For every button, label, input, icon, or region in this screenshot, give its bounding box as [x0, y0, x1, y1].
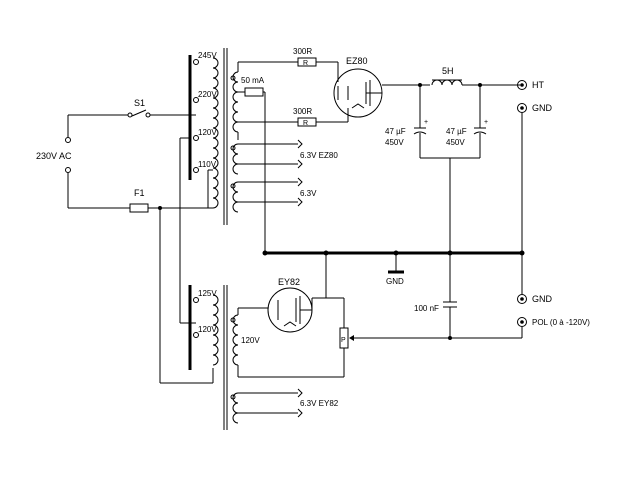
r-marker-bottom: R [303, 120, 308, 127]
tap-220-label: 220V [198, 90, 217, 99]
mains-label: 230V AC [36, 151, 72, 161]
tap-245-label: 245V [198, 51, 217, 60]
term-pol-label: POL (0 à -120V) [532, 318, 590, 327]
current-label: 50 mA [241, 76, 265, 85]
terminal-gnd-top: GND [517, 103, 553, 253]
cap1-value: 47 µF [385, 127, 406, 136]
term-ht-label: HT [532, 80, 544, 90]
ground-symbol: GND [386, 253, 404, 286]
switch-label: S1 [134, 98, 145, 108]
tap-120-label: 120V [198, 128, 217, 137]
t2-sec-label: 120V [241, 336, 260, 345]
capacitor-100nf: 100 nF [414, 253, 457, 340]
heater-arrows-ez80: 6.3V EZ80 [297, 139, 338, 169]
tap-110-label: 110V [198, 160, 217, 169]
capacitor-47uf-2: + 47 µF 450V [446, 85, 488, 158]
capacitor-47uf-1: + 47 µF 450V [385, 85, 428, 158]
ground-bus [262, 250, 525, 256]
t2-tap-120-label: 120V [198, 325, 217, 334]
fuse-label: F1 [134, 188, 145, 198]
switch-s1: S1 [127, 98, 192, 118]
heater-arrows-6v3: 6.3V [297, 177, 317, 207]
choke-5h: 5H [431, 66, 520, 86]
terminal-ht: HT [517, 80, 544, 90]
cap2-voltage: 450V [446, 138, 465, 147]
t2-tap-125-label: 125V [198, 289, 217, 298]
terminal-pol: POL (0 à -120V) [517, 317, 590, 327]
rectifier-tube-ez80: EZ80 [333, 56, 430, 118]
r-marker-top: R [303, 60, 308, 67]
bias-tube-label: EY82 [278, 277, 300, 287]
resistor-300r-bottom: R 300R [293, 107, 349, 127]
current-sense-resistor [244, 87, 264, 97]
mains-terminal-top [65, 137, 71, 143]
ground-label: GND [386, 277, 404, 286]
heater1-label: 6.3V EZ80 [300, 151, 338, 160]
rectifier-tube-ey82: EY82 [267, 253, 327, 333]
term-gnd1-label: GND [532, 103, 553, 113]
mains-terminal-bottom [65, 167, 71, 173]
choke-label: 5H [442, 66, 454, 76]
rect-tube-label: EZ80 [346, 56, 368, 66]
transformer-bias: 125V 120V 120V [179, 137, 344, 430]
resistor-300r-top: R 300R [293, 47, 339, 82]
pot-label: P [341, 337, 346, 344]
heater2-label: 6.3V [300, 189, 317, 198]
terminal-gnd-bottom: GND [517, 253, 553, 304]
r-top-label: 300R [293, 47, 312, 56]
term-gnd2-label: GND [532, 294, 553, 304]
potentiometer-p: P [326, 297, 523, 377]
svg-text:+: + [484, 119, 488, 126]
heater3-label: 6.3V EY82 [300, 399, 339, 408]
fuse-f1: F1 [129, 188, 214, 384]
svg-text:+: + [424, 119, 428, 126]
cap3-label: 100 nF [414, 304, 439, 313]
r-bottom-label: 300R [293, 107, 312, 116]
cap1-voltage: 450V [385, 138, 404, 147]
cap2-value: 47 µF [446, 127, 467, 136]
mains-input: 230V AC [36, 114, 130, 209]
heater-arrows-ey82: 6.3V EY82 [297, 388, 339, 418]
transformer-main: 245V 220V 120V 110V 50 mA [188, 48, 298, 253]
